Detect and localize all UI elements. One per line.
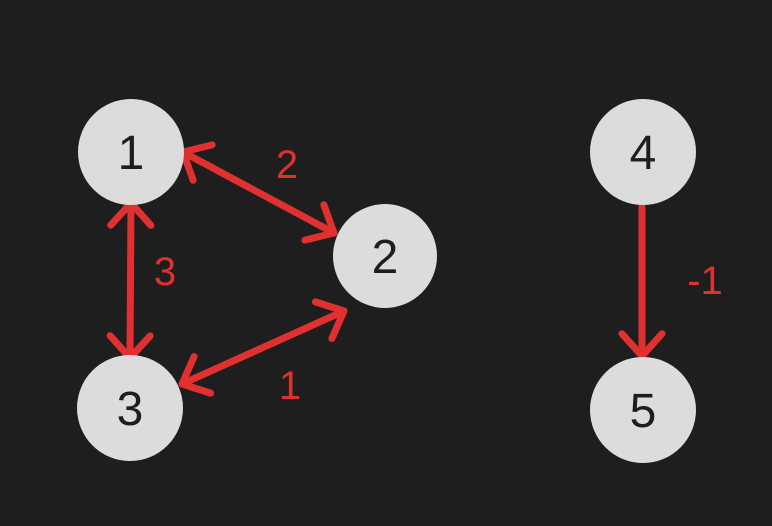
arrowhead-icon	[179, 141, 216, 156]
arrowhead-icon	[107, 199, 135, 229]
arrowhead-icon	[638, 330, 666, 360]
graph-node-2[interactable]: 2	[333, 204, 437, 308]
node-label-2: 2	[372, 231, 399, 284]
node-label-5: 5	[630, 385, 657, 438]
arrowhead-icon	[178, 353, 198, 388]
edge-weight-label-1-2: 2	[276, 143, 298, 187]
arrowhead-icon	[126, 332, 154, 362]
node-label-3: 3	[117, 383, 144, 436]
node-circle	[333, 204, 437, 308]
node-label-1: 1	[118, 127, 145, 180]
arrowhead-icon	[178, 380, 215, 397]
node-circle	[590, 99, 696, 205]
node-circle	[590, 357, 696, 463]
edge-shaft	[179, 148, 338, 237]
edge-shaft	[178, 307, 348, 388]
graph-node-5[interactable]: 5	[590, 357, 696, 463]
arrowhead-icon	[328, 307, 348, 342]
arrowhead-icon	[179, 148, 197, 184]
arrowhead-icon	[106, 332, 134, 362]
arrowhead-icon	[618, 330, 646, 360]
node-label-4: 4	[630, 127, 657, 180]
graph-edge-3-2[interactable]: 1	[178, 298, 348, 408]
node-circle	[77, 355, 183, 461]
edge-weight-label-4-5: -1	[687, 259, 723, 303]
graph-node-1[interactable]: 1	[78, 99, 184, 205]
graph-edge-1-3[interactable]: 3	[106, 199, 176, 362]
arrowhead-icon	[301, 229, 338, 244]
arrowhead-icon	[320, 201, 338, 237]
graph-edge-1-2[interactable]: 2	[179, 141, 338, 244]
edge-weight-label-1-3: 3	[154, 250, 176, 294]
node-circle	[78, 99, 184, 205]
graph-edge-4-5[interactable]: -1	[618, 202, 723, 360]
edge-shaft	[126, 199, 135, 362]
arrowhead-icon	[127, 199, 155, 229]
arrowhead-icon	[311, 298, 348, 315]
edge-weight-label-3-2: 1	[279, 364, 301, 408]
graph-node-3[interactable]: 3	[77, 355, 183, 461]
graph-node-4[interactable]: 4	[590, 99, 696, 205]
